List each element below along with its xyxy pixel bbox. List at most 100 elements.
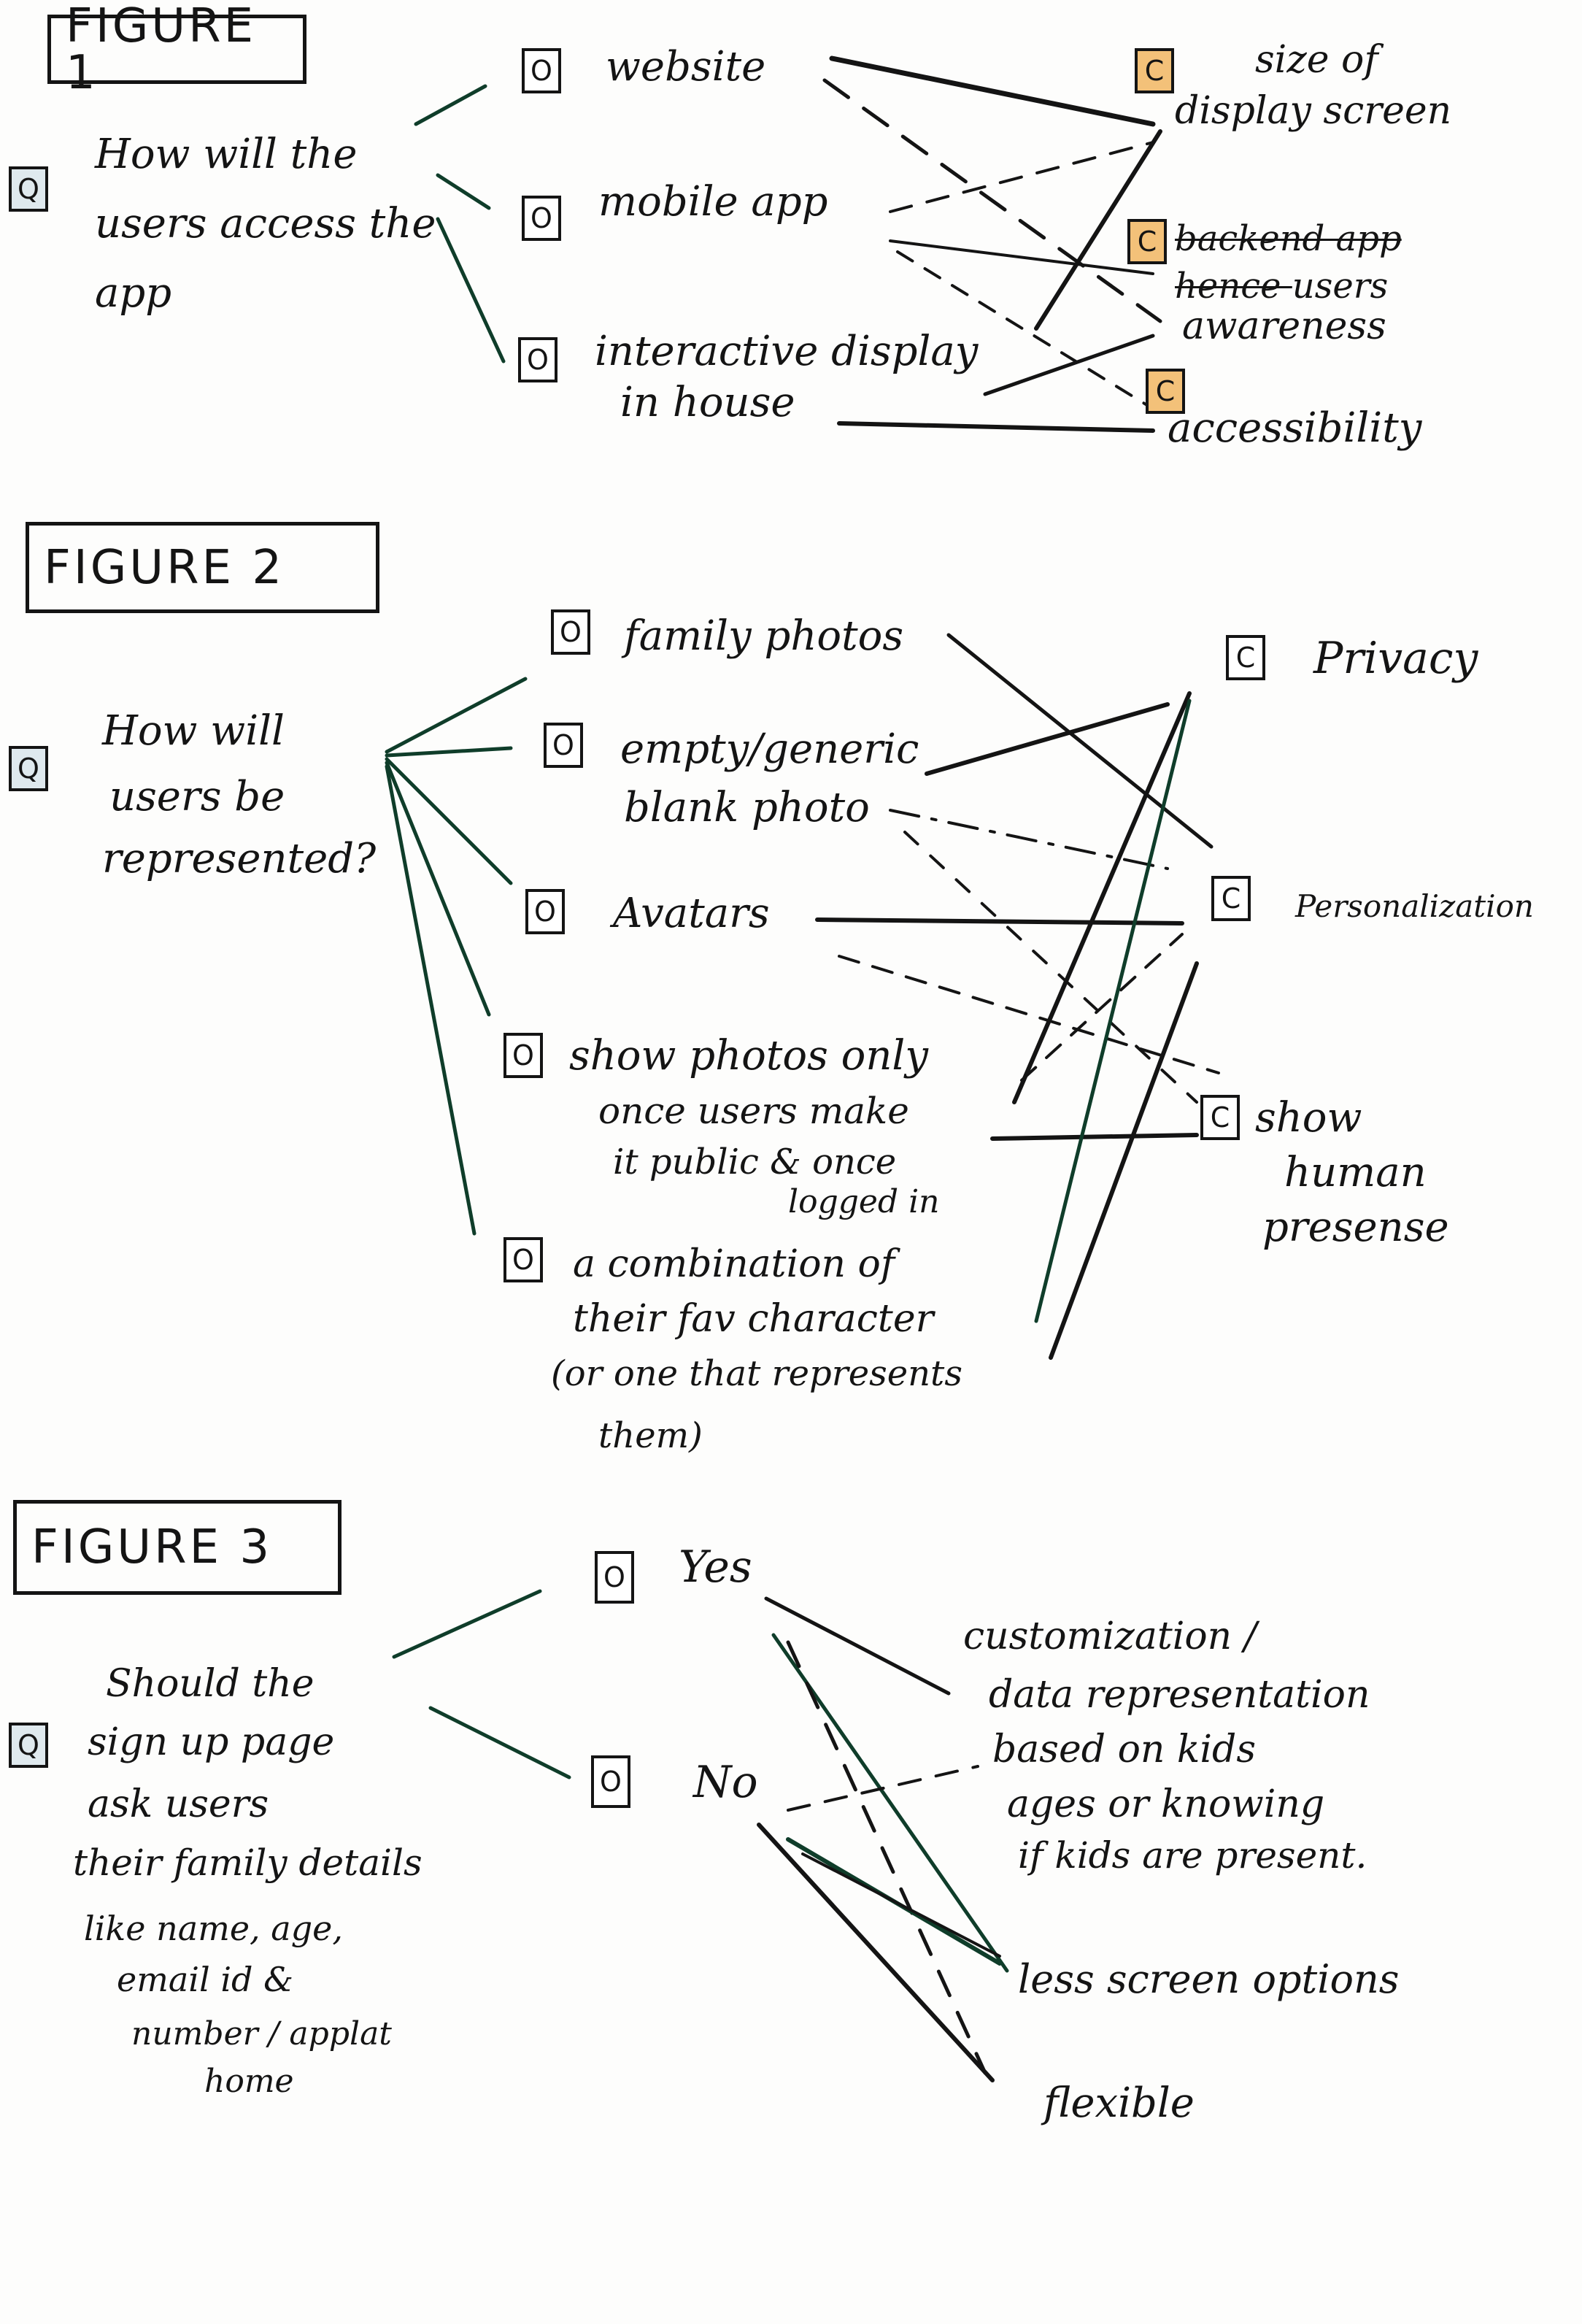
figure3-question-line-6: email id &: [117, 1960, 294, 1999]
figure2-title-text: FIGURE 2: [44, 540, 285, 595]
figure2-option-public-line-4: logged in: [788, 1183, 940, 1220]
figure1-question-line-1: How will the: [95, 131, 358, 178]
f3-link-yes-flexible: [786, 1640, 987, 2075]
f1-link-website-awareness: [822, 78, 1162, 323]
figure1-option-badge-website: O: [522, 48, 561, 93]
figure3-option-no: No: [693, 1757, 758, 1808]
f2-link-blank-privacy: [925, 702, 1170, 776]
figure1-criteria-badge-screen: C: [1135, 48, 1174, 93]
f1-link-mobile-screen: [889, 141, 1154, 213]
figure2-question-line-3: represented?: [102, 835, 377, 882]
f2-link-public-privacy: [1012, 691, 1192, 1104]
figure2-criteria-badge-personalization: C: [1211, 876, 1251, 921]
figure1-title: FIGURE 1: [47, 3, 306, 96]
figure3-question-badge: Q: [9, 1723, 48, 1768]
f1-link-q-website: [414, 84, 487, 126]
f1-link-q-mobile: [436, 173, 491, 210]
figure1-criteria-users: users: [1292, 266, 1389, 307]
figure3-criteria-custom-line-3: based on kids: [992, 1728, 1257, 1771]
figure1-option-website: website: [606, 43, 766, 91]
figure2-criteria-personalization: Personalization: [1295, 888, 1534, 924]
figure2-option-combo-line-1: a combination of: [573, 1242, 895, 1286]
figure2-criteria-human-line-2: human: [1284, 1149, 1427, 1196]
figure2-option-combo-line-4: them): [598, 1415, 703, 1456]
figure1-criteria-badge-access: C: [1146, 369, 1185, 414]
figure2-option-blank-line-1: empty/generic: [620, 726, 919, 773]
f3-link-yes-less: [771, 1633, 1009, 1973]
figure1-option-badge-display: O: [518, 337, 557, 382]
figure1-criteria-awareness-struck-1: backend app: [1175, 218, 1402, 259]
figure2-question-line-1: How will: [102, 707, 285, 755]
figure2-option-blank-line-2: blank photo: [624, 784, 870, 831]
figure2-option-family: family photos: [624, 612, 904, 660]
f2-link-q-public: [385, 761, 491, 1017]
f2-link-public-human: [990, 1133, 1199, 1141]
f3-link-no-flexible: [757, 1823, 995, 2082]
figure3-question-line-7: number / applat: [131, 2015, 392, 2052]
figure1-criteria-awareness: awareness: [1182, 304, 1386, 348]
f2-link-blank-personalization: [889, 809, 1169, 870]
f2-link-combo-personalization: [1049, 961, 1199, 1360]
figure2-criteria-privacy: Privacy: [1313, 633, 1478, 684]
f1-link-mobile-access: [896, 250, 1154, 410]
figure2-criteria-badge-human: C: [1200, 1095, 1240, 1140]
figure3-question-line-5: like name, age,: [84, 1909, 343, 1948]
figure2-links: [385, 633, 1220, 1360]
figure2-option-badge-blank: O: [544, 723, 583, 768]
figure3-criteria-flexible: flexible: [1043, 2079, 1195, 2127]
f1-link-website-screen: [829, 55, 1156, 127]
figure2-option-public-line-2: once users make: [598, 1090, 909, 1132]
f1-link-q-display: [436, 217, 506, 363]
f3-link-no-custom: [787, 1765, 979, 1812]
f3-link-q-yes: [392, 1589, 542, 1659]
figure3-question-line-8: home: [204, 2063, 294, 2100]
figure3-criteria-custom-line-2: data representation: [989, 1673, 1370, 1717]
figure2-option-combo-line-3: (or one that represents: [551, 1353, 962, 1394]
figure3-option-badge-no: O: [591, 1755, 630, 1808]
f2-link-q-combo: [385, 764, 476, 1236]
f1-link-display-awareness: [983, 334, 1155, 396]
f2-link-avatars-personalization: [815, 917, 1184, 926]
figure1-question-line-3: app: [95, 269, 172, 317]
figure1-criteria-screen-line-1: size of: [1255, 38, 1378, 82]
f3-link-q-no: [428, 1706, 571, 1779]
figure2-option-public-line-3: it public & once: [613, 1142, 897, 1182]
figure2-option-badge-family: O: [551, 609, 590, 655]
f2-link-q-avatars: [385, 757, 513, 885]
f2-link-avatars-human: [838, 955, 1220, 1074]
figure3-title: FIGURE 3: [13, 1500, 342, 1595]
figure3-title-text: FIGURE 3: [31, 1520, 273, 1574]
figure3-option-badge-yes: O: [595, 1551, 634, 1604]
f2-link-blank-human: [903, 831, 1198, 1104]
f3-link-less-no: [801, 1852, 1001, 1958]
figure3-criteria-custom-line-1: customization /: [963, 1615, 1257, 1658]
f1-link-mobile-awareness: [889, 239, 1154, 275]
figure1-option-display-line-1: interactive display: [595, 328, 979, 375]
figure1-option-display-line-2: in house: [620, 379, 795, 426]
figure2-option-public-line-1: show photos only: [569, 1032, 928, 1080]
f2-link-q-blank: [385, 746, 513, 758]
figure3-question-line-4: their family details: [73, 1842, 422, 1884]
figure1-criteria-badge-awareness: C: [1127, 219, 1167, 264]
figure2-title: FIGURE 2: [26, 522, 379, 613]
f2-link-public-personalization: [1020, 933, 1184, 1082]
figure3-criteria-custom-line-5: if kids are present.: [1018, 1834, 1367, 1877]
figure1-question-badge: Q: [9, 166, 48, 212]
figure3-criteria-less: less screen options: [1018, 1956, 1400, 2002]
figure2-criteria-human-line-3: presense: [1262, 1204, 1449, 1251]
f2-link-combo-privacy: [1034, 699, 1192, 1323]
figure1-option-badge-mobile: O: [522, 196, 561, 241]
f2-link-family-personalization: [946, 633, 1213, 849]
f1-link-inhouse-access: [837, 421, 1155, 433]
figure3-question-line-1: Should the: [106, 1662, 315, 1706]
figure3-criteria-custom-line-4: ages or knowing: [1007, 1782, 1325, 1826]
figure2-option-badge-public: O: [503, 1033, 543, 1078]
figure1-links: [414, 55, 1162, 433]
figure1-criteria-accessibility: accessibility: [1168, 404, 1422, 452]
figure1-option-mobile: mobile app: [598, 178, 828, 226]
struck-word: hence: [1175, 266, 1292, 307]
figure3-question-line-2: sign up page: [88, 1720, 335, 1764]
figure2-option-avatars: Avatars: [613, 890, 770, 937]
figure2-criteria-badge-privacy: C: [1226, 635, 1265, 680]
